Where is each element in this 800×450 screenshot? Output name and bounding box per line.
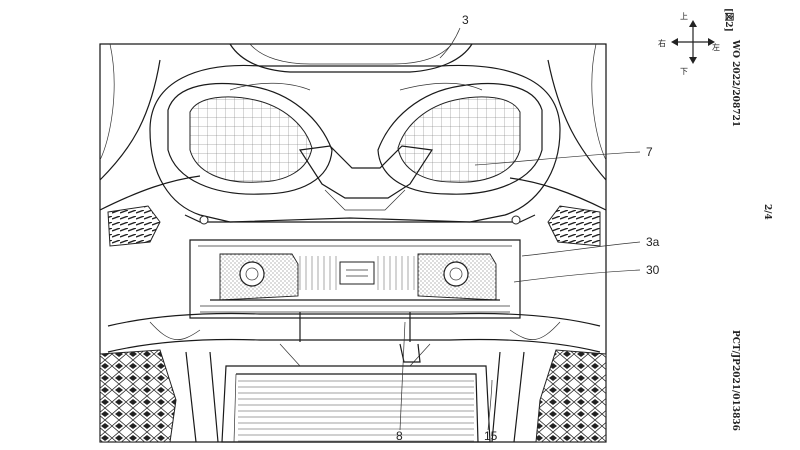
lower-grille-right (535, 349, 607, 443)
headlight-right-7 (377, 82, 543, 195)
arrow-left-icon (671, 38, 678, 46)
callout-8: 8 (396, 429, 403, 443)
leader-lines (399, 27, 641, 431)
dir-right-label: 左 (712, 42, 720, 52)
arrow-up-icon (689, 20, 697, 27)
motorcycle-front-view (99, 43, 607, 443)
lower-unit-15 (221, 365, 491, 443)
callout-30: 30 (646, 263, 660, 277)
crossbar-8 (107, 312, 601, 353)
application-number: PCT/JP2021/013836 (730, 330, 740, 431)
lower-grille-left (99, 349, 177, 443)
dir-up-label: 上 (680, 12, 688, 21)
mounting-unit-30 (189, 239, 521, 319)
callout-3: 3 (462, 13, 469, 27)
callout-7: 7 (646, 145, 653, 159)
callout-3a: 3a (646, 235, 660, 249)
callout-15: 15 (484, 429, 498, 443)
front-cowl-3a (149, 64, 561, 223)
side-vent-right (547, 205, 601, 247)
page-number: 2/4 (762, 204, 772, 220)
direction-compass: 上 下 右 左 (658, 12, 720, 76)
side-vent-left (107, 205, 161, 247)
arrow-right-icon (708, 38, 715, 46)
dir-left-label: 右 (658, 38, 666, 48)
figure-label: [図2] (723, 8, 734, 32)
dir-down-label: 下 (680, 67, 688, 76)
arrow-down-icon (689, 57, 697, 64)
publication-number: WO 2022/208721 (730, 39, 740, 127)
